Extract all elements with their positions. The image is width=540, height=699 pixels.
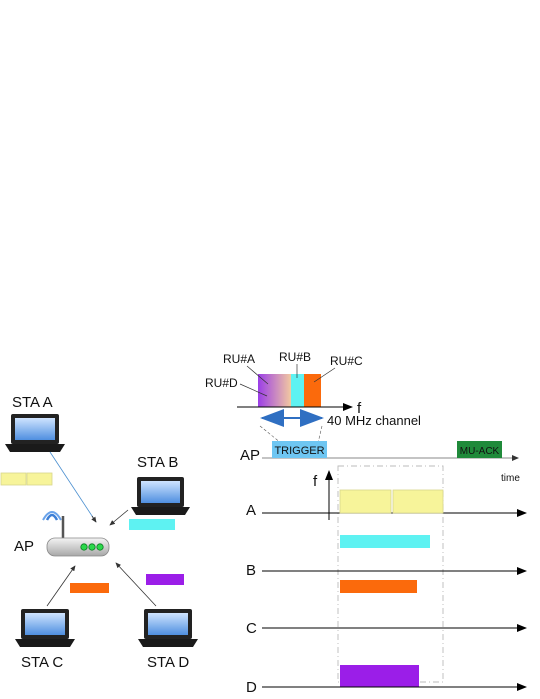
row-d-block bbox=[340, 665, 419, 687]
ru-d-label: RU#D bbox=[205, 376, 238, 390]
laptop-icon-sta-c bbox=[15, 609, 75, 647]
frame-a-part2 bbox=[26, 472, 53, 486]
sta-b-label: STA B bbox=[137, 454, 178, 471]
ru-a-d-block bbox=[258, 374, 291, 407]
row-b-label: B bbox=[246, 562, 256, 579]
timeline-ap-label: AP bbox=[240, 447, 260, 464]
uplink-arrow-d bbox=[115, 562, 157, 607]
sta-d-label: STA D bbox=[147, 654, 189, 671]
timeline-f-label: f bbox=[313, 473, 318, 490]
ru-c-block bbox=[304, 374, 321, 407]
ru-c-label: RU#C bbox=[330, 354, 363, 368]
uplink-arrow-a bbox=[49, 451, 97, 523]
laptop-icon-sta-b bbox=[131, 477, 190, 515]
row-a-block-1 bbox=[339, 489, 392, 514]
laptop-icon-sta-d bbox=[138, 609, 198, 647]
sta-c-label: STA C bbox=[21, 654, 63, 671]
frame-d bbox=[146, 574, 184, 585]
row-b-block bbox=[340, 535, 430, 548]
sta-a-label: STA A bbox=[12, 394, 53, 411]
time-axis-label: time bbox=[501, 473, 520, 484]
mu-ack-label: MU-ACK bbox=[460, 446, 500, 457]
trigger-frame bbox=[272, 441, 327, 458]
channel-label: 40 MHz channel bbox=[327, 413, 421, 428]
row-c-label: C bbox=[246, 620, 257, 637]
mu-ack-frame bbox=[457, 441, 502, 458]
trigger-label: TRIGGER bbox=[274, 445, 324, 457]
row-a-label: A bbox=[246, 502, 256, 519]
laptop-icon-sta-a bbox=[5, 414, 65, 452]
uplink-arrow-b bbox=[109, 509, 129, 526]
ap-label: AP bbox=[14, 538, 34, 555]
row-a-block-2 bbox=[392, 489, 444, 514]
frame-a-part1 bbox=[0, 472, 27, 486]
spectrum-f-label: f bbox=[357, 400, 362, 417]
router-icon bbox=[42, 511, 110, 557]
ru-b-label: RU#B bbox=[279, 350, 311, 364]
ru-a-label: RU#A bbox=[223, 352, 255, 366]
uplink-arrow-c bbox=[46, 565, 76, 607]
ru-b-block bbox=[291, 374, 304, 407]
row-d-label: D bbox=[246, 679, 257, 696]
row-c-block bbox=[340, 580, 417, 593]
frame-b bbox=[129, 519, 175, 530]
frame-c bbox=[70, 583, 109, 593]
